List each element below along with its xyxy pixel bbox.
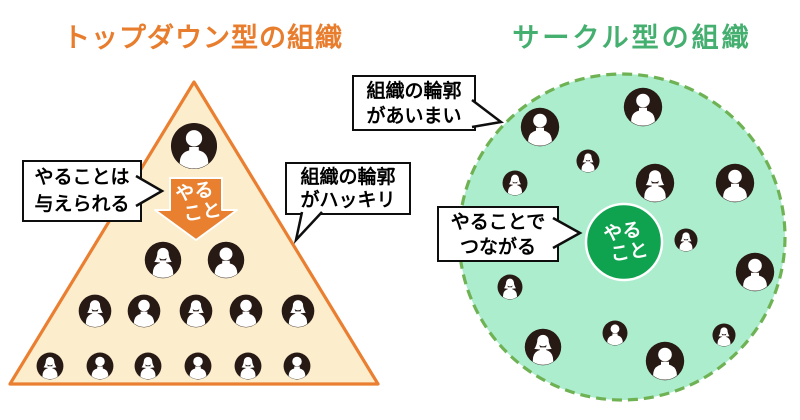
speech-bubble-outline-clear: 組織の輪郭 がハッキリ (285, 162, 411, 215)
person-icon-female (497, 274, 523, 300)
person-icon-female (144, 241, 182, 279)
person-icon-male (283, 352, 311, 380)
speech-bubble-tail (471, 99, 505, 129)
person-icon-female (134, 352, 162, 380)
bubble-line: がハッキリ (300, 190, 396, 211)
bubble-line: 与えられる (34, 194, 130, 215)
bubble-line: 組織の輪郭 (366, 81, 462, 102)
core-task-circle (584, 202, 664, 282)
person-icon-female (36, 352, 64, 380)
person-icon-male (127, 294, 161, 328)
person-icon-female (524, 328, 562, 366)
speech-bubble-connected: やることで つながる (437, 206, 559, 262)
person-icon-male (715, 163, 755, 203)
person-icon-male (520, 107, 560, 147)
speech-bubble-task-given: やることは 与えられる (22, 160, 142, 222)
person-icon-male (184, 352, 212, 380)
arrow-label: やる こと (163, 178, 228, 228)
person-icon-male (623, 87, 663, 127)
person-icon-male (207, 241, 245, 279)
person-icon-female (635, 163, 675, 203)
top-down-arrow (154, 177, 238, 241)
person-icon-male (645, 341, 685, 381)
speech-bubble-tail (293, 211, 323, 245)
person-icon-male (602, 320, 628, 346)
bubble-line: があいまい (366, 106, 462, 127)
person-icon-female (576, 149, 600, 173)
bubble-line: やることは (34, 167, 130, 188)
person-icon-female (674, 228, 698, 252)
bubble-line: やることで (450, 212, 546, 233)
speech-bubble-outline-vague: 組織の輪郭 があいまい (352, 75, 476, 131)
person-icon-female (78, 294, 112, 328)
bubble-line: 組織の輪郭 (300, 167, 396, 188)
person-icon-female (502, 170, 528, 196)
bubble-line: つながる (459, 237, 536, 258)
speech-bubble-tail (552, 216, 583, 250)
left-title: トップダウン型の組織 (63, 23, 343, 53)
person-icon-male (735, 252, 775, 292)
person-icon-male (229, 294, 263, 328)
speech-bubble-tail (135, 174, 165, 208)
person-icon-male (86, 352, 114, 380)
person-icon-female (712, 323, 736, 347)
person-icon-male (170, 122, 218, 170)
person-icon-female (281, 294, 315, 328)
person-icon-female (234, 352, 262, 380)
person-icon-female (179, 294, 213, 328)
right-title: サークル型の組織 (512, 23, 752, 53)
